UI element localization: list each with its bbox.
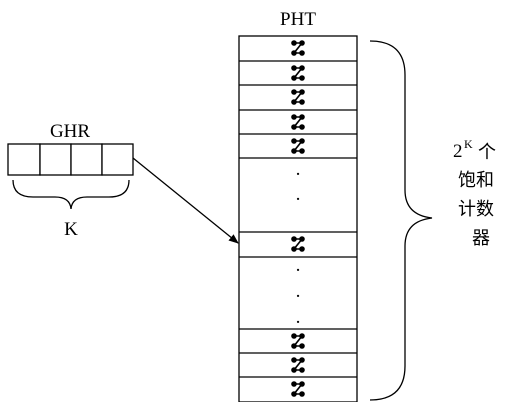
ghr-width-brace	[12, 179, 130, 210]
power-exponent: K	[464, 137, 473, 151]
annotation-line-4: 器	[472, 228, 490, 249]
pht-ellipsis: · · · · ·	[295, 164, 301, 333]
ghr-register	[7, 143, 134, 176]
ellipsis-dot: ·	[295, 286, 301, 307]
ghr-bit	[101, 143, 134, 176]
pht-size-annotation: 2 K 个 饱和 计数 器	[453, 137, 496, 249]
state-machine-icon	[291, 40, 305, 56]
ghr-label: GHR	[50, 121, 90, 142]
state-machine-icon	[291, 89, 305, 105]
index-arrow	[132, 157, 239, 244]
ghr-bit	[70, 143, 103, 176]
ellipsis-dot: ·	[295, 312, 301, 333]
ghr-bit	[7, 143, 41, 176]
state-machine-icon	[291, 357, 305, 373]
pht-size-brace	[369, 40, 433, 401]
pht-outline	[238, 35, 358, 402]
ghr-width-label: K	[64, 219, 78, 240]
power-base: 2	[453, 141, 463, 162]
pht-table	[238, 35, 358, 402]
ellipsis-dot: ·	[295, 164, 301, 185]
annotation-line-2: 饱和	[458, 170, 494, 191]
state-machine-icon	[291, 333, 305, 349]
state-machine-icon	[291, 65, 305, 81]
pht-label: PHT	[280, 9, 316, 30]
pht-counters	[291, 40, 305, 397]
ellipsis-dot: ·	[295, 260, 301, 281]
state-machine-icon	[291, 138, 305, 154]
state-machine-icon	[291, 381, 305, 397]
ghr-bit	[39, 143, 72, 176]
ellipsis-dot: ·	[295, 189, 301, 210]
state-machine-icon	[291, 114, 305, 130]
annotation-line-3: 计数	[458, 199, 494, 220]
annotation-line-1: 个	[478, 142, 496, 163]
state-machine-icon	[291, 236, 305, 252]
